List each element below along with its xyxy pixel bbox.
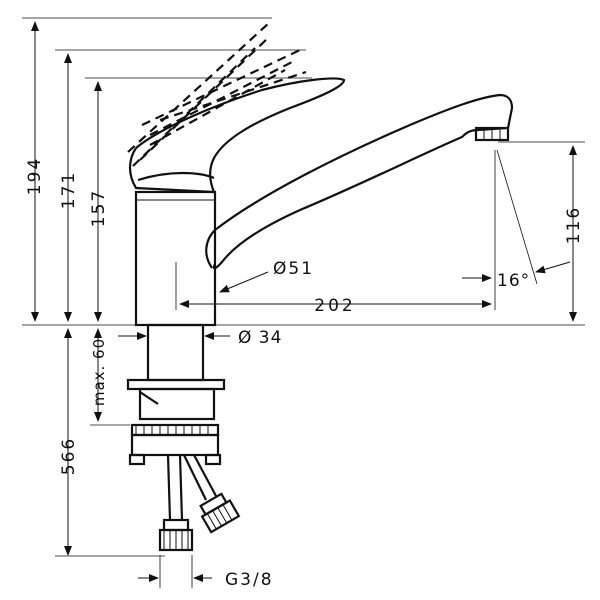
dimension-lines (31, 21, 577, 588)
label-connection: G3/8 (225, 570, 274, 590)
label-shank-diameter: Ø 34 (238, 328, 282, 348)
label-height-body: 157 (89, 189, 109, 227)
lever-swing-ghost-lines (127, 21, 307, 167)
faucet-body (126, 77, 514, 552)
label-height-total: 194 (25, 157, 45, 195)
label-spout-height: 116 (564, 206, 584, 244)
label-body-diameter: Ø51 (273, 259, 314, 279)
label-max-thickness: max. 60 (90, 338, 108, 406)
extension-lines (22, 17, 585, 426)
label-height-lever: 171 (59, 171, 79, 209)
label-hose-length: 566 (59, 437, 79, 475)
label-spout-reach: 202 (314, 296, 355, 316)
label-spray-angle: 16° (497, 271, 530, 291)
